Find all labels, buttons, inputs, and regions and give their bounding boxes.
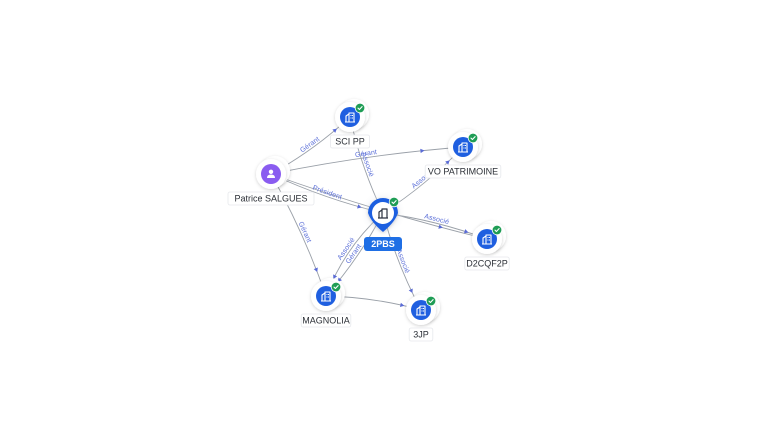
edge-arrow-icon (463, 229, 469, 234)
edge-arrow-icon (332, 128, 337, 133)
edge-arrow-icon (438, 224, 443, 229)
edge-label: Gérant (299, 136, 321, 155)
building-icon (378, 208, 388, 219)
verified-check-icon (491, 224, 503, 236)
edge-arrow-icon (399, 302, 405, 308)
verified-check-icon (354, 102, 366, 114)
building-icon (482, 234, 492, 245)
building-icon (345, 112, 355, 123)
node-label: 2PBS (371, 239, 395, 249)
edge-arrow-icon (333, 274, 338, 279)
building-icon (416, 305, 426, 316)
verified-check-icon (425, 295, 437, 307)
verified-check-icon (388, 196, 400, 208)
node-label: MAGNOLIA (302, 316, 350, 326)
edge-patrice-to-vopat (270, 146, 464, 175)
building-icon (321, 291, 331, 302)
node-3jp[interactable]: 3JP (406, 292, 440, 342)
node-sci-pp[interactable]: SCI PP (329, 99, 370, 149)
edge-arrow-icon (357, 204, 362, 209)
edge-arrow-icon (420, 148, 425, 154)
main-node-badge (364, 237, 402, 251)
nodes-layer: 2PBS SCI PP VO PATRIMOINE Patrice SALGUES D2… (227, 99, 510, 342)
node-label: D2CQF2P (466, 259, 508, 269)
person-icon (267, 169, 275, 178)
node-2pbs[interactable]: 2PBS (361, 191, 405, 251)
node-d2cqf2p[interactable]: D2CQF2P (464, 221, 510, 271)
verified-check-icon (467, 132, 479, 144)
edge-label: Gérant (355, 149, 378, 159)
building-icon (458, 142, 468, 153)
node-label: 3JP (413, 330, 429, 340)
node-magnolia[interactable]: MAGNOLIA (300, 278, 352, 328)
edge-arrow-icon (445, 160, 450, 165)
node-label: SCI PP (335, 137, 365, 147)
edge-arrow-icon (408, 288, 413, 294)
node-label: VO PATRIMOINE (428, 167, 498, 177)
node-patrice-salgues[interactable]: Patrice SALGUES (227, 156, 315, 206)
edge-arrow-icon (313, 267, 318, 273)
node-vo-patrimoine[interactable]: VO PATRIMOINE (424, 129, 502, 179)
edge-label: Gérant (297, 221, 312, 244)
edge-label: Associé (395, 248, 411, 274)
node-label: Patrice SALGUES (234, 194, 307, 204)
verified-check-icon (330, 281, 342, 293)
edge-label: Associé (423, 213, 449, 226)
